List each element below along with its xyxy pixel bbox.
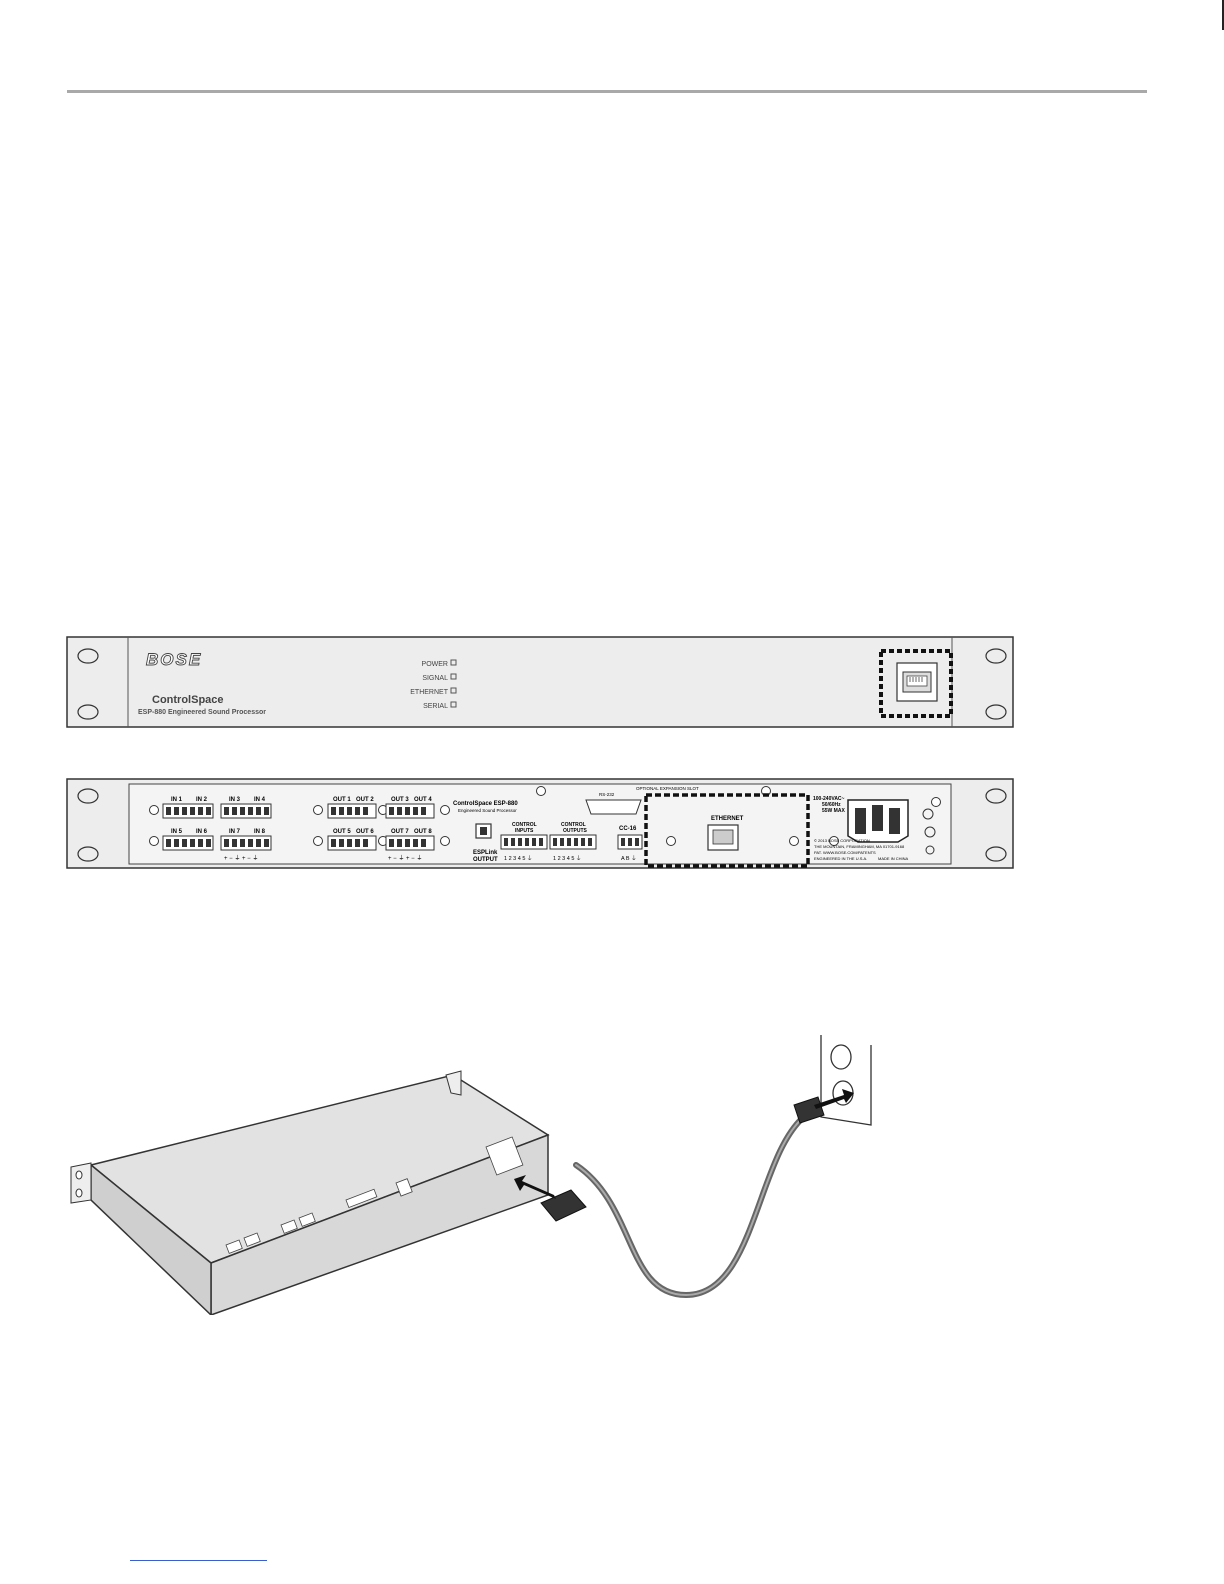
rs232-label: RS-232 xyxy=(599,792,615,797)
led-icon xyxy=(450,659,457,666)
output-label-8: OUT 8 xyxy=(414,829,432,835)
rear-panel-illustration: IN 1 IN 2 IN 3 IN 4 IN 5 IN 6 IN 7 IN 8 … xyxy=(66,778,1014,869)
output-label-1: OUT 1 xyxy=(333,797,351,803)
output-label-2: OUT 2 xyxy=(356,797,374,803)
ul-mark-icon xyxy=(924,826,936,838)
power-rating-2: 50/60Hz xyxy=(822,802,841,808)
input-label-1: IN 1 xyxy=(171,797,183,803)
led-label-ethernet: ETHERNET xyxy=(410,689,448,696)
rack-hole-icon xyxy=(985,704,1007,720)
control-inputs-label: CONTROL xyxy=(512,822,537,828)
control-inputs-label-2: INPUTS xyxy=(515,828,534,834)
corp-line-2: THE MOUNTAIN, FRAMINGHAM, MA 01701-9168 xyxy=(814,844,905,849)
ethernet-port-icon xyxy=(896,662,938,702)
corp-line-1: © 2013 BOSE CORPORATION xyxy=(814,838,870,843)
input-label-5: IN 5 xyxy=(171,829,183,835)
corp-line-3: PAT. WWW.BOSE.COM/PATENTS xyxy=(814,850,876,855)
rear-title: ControlSpace ESP-880 xyxy=(453,801,518,807)
input-label-7: IN 7 xyxy=(229,829,241,835)
led-icon xyxy=(450,673,457,680)
output-label-4: OUT 4 xyxy=(414,797,432,803)
rack-hole-icon xyxy=(77,648,99,664)
highlight-box xyxy=(879,649,953,718)
output-pin-labels: + − ⏚ + − ⏚ xyxy=(388,855,422,862)
cc16-label: CC-16 xyxy=(619,826,637,832)
corp-line-4: ENGINEERED IN THE U.S.A. xyxy=(814,856,867,861)
led-icon xyxy=(450,687,457,694)
led-label-signal: SIGNAL xyxy=(422,675,448,682)
cc16-pin-labels: A B ⏚ xyxy=(621,855,637,862)
rack-hole-icon xyxy=(985,648,1007,664)
input-label-4: IN 4 xyxy=(254,797,266,803)
cert-mark-icon xyxy=(925,845,935,855)
power-inlet-icon xyxy=(847,799,909,843)
terminal-pin-icons xyxy=(504,838,639,846)
output-label-3: OUT 3 xyxy=(391,797,409,803)
ethernet-port-icon xyxy=(707,824,739,851)
output-label-6: OUT 6 xyxy=(356,829,374,835)
rear-subtitle: Engineered Sound Processor xyxy=(458,808,517,813)
header-rule xyxy=(67,90,1147,93)
led-icon xyxy=(450,701,457,708)
rack-hole-icon xyxy=(985,846,1007,862)
rack-hole-icon xyxy=(77,704,99,720)
power-connection-illustration xyxy=(70,1035,872,1315)
rs232-port-icon xyxy=(585,799,642,815)
insert-arrow-icon xyxy=(514,1089,854,1199)
power-plug-icon xyxy=(540,1096,825,1222)
bose-logo: BOSE xyxy=(146,650,202,669)
power-cable-icon xyxy=(573,1112,809,1299)
ce-mark-icon xyxy=(922,808,934,820)
terminal-pin-icons xyxy=(331,807,426,847)
footer-link-underline[interactable] xyxy=(130,1560,267,1561)
model-label: ESP-880 Engineered Sound Processor xyxy=(138,709,266,716)
control-outputs-label: CONTROL xyxy=(561,822,586,828)
brand-label: ControlSpace xyxy=(152,694,224,706)
output-label-7: OUT 7 xyxy=(391,829,409,835)
power-rating-1: 100-240VAC~ xyxy=(813,796,845,802)
wall-outlet-icon xyxy=(820,1035,872,1126)
esplink-output-label: OUTPUT xyxy=(473,857,498,863)
highlight-box xyxy=(644,793,810,868)
power-rating-3: 55W MAX xyxy=(822,808,845,814)
led-label-serial: SERIAL xyxy=(423,703,448,710)
control-inputs-numbers: 1 2 3 4 5 ⏚ xyxy=(504,855,532,862)
input-label-8: IN 8 xyxy=(254,829,266,835)
front-panel-illustration: BOSE ControlSpace ESP-880 Engineered Sou… xyxy=(66,636,1014,728)
input-label-2: IN 2 xyxy=(196,797,208,803)
rack-hole-icon xyxy=(77,788,99,804)
input-pin-labels: + − ⏚ + − ⏚ xyxy=(224,855,258,862)
control-outputs-numbers: 1 2 3 4 5 ⏚ xyxy=(553,855,581,862)
rack-hole-icon xyxy=(985,788,1007,804)
processor-chassis-icon xyxy=(70,1070,550,1315)
control-outputs-label-2: OUTPUTS xyxy=(563,828,588,834)
control-terminal-blocks xyxy=(500,834,643,850)
expansion-slot-label: OPTIONAL EXPANSION SLOT xyxy=(636,786,699,791)
input-label-6: IN 6 xyxy=(196,829,208,835)
esplink-label: ESPLink xyxy=(473,850,498,856)
page-edge-mark xyxy=(1222,0,1224,30)
output-label-5: OUT 5 xyxy=(333,829,351,835)
made-in-label: MADE IN CHINA xyxy=(878,856,909,861)
screw-icons xyxy=(149,786,941,846)
led-label-power: POWER xyxy=(422,661,448,668)
input-label-3: IN 3 xyxy=(229,797,241,803)
terminal-pin-icons xyxy=(166,807,269,847)
rear-ethernet-label: ETHERNET xyxy=(711,816,744,822)
rack-hole-icon xyxy=(77,846,99,862)
